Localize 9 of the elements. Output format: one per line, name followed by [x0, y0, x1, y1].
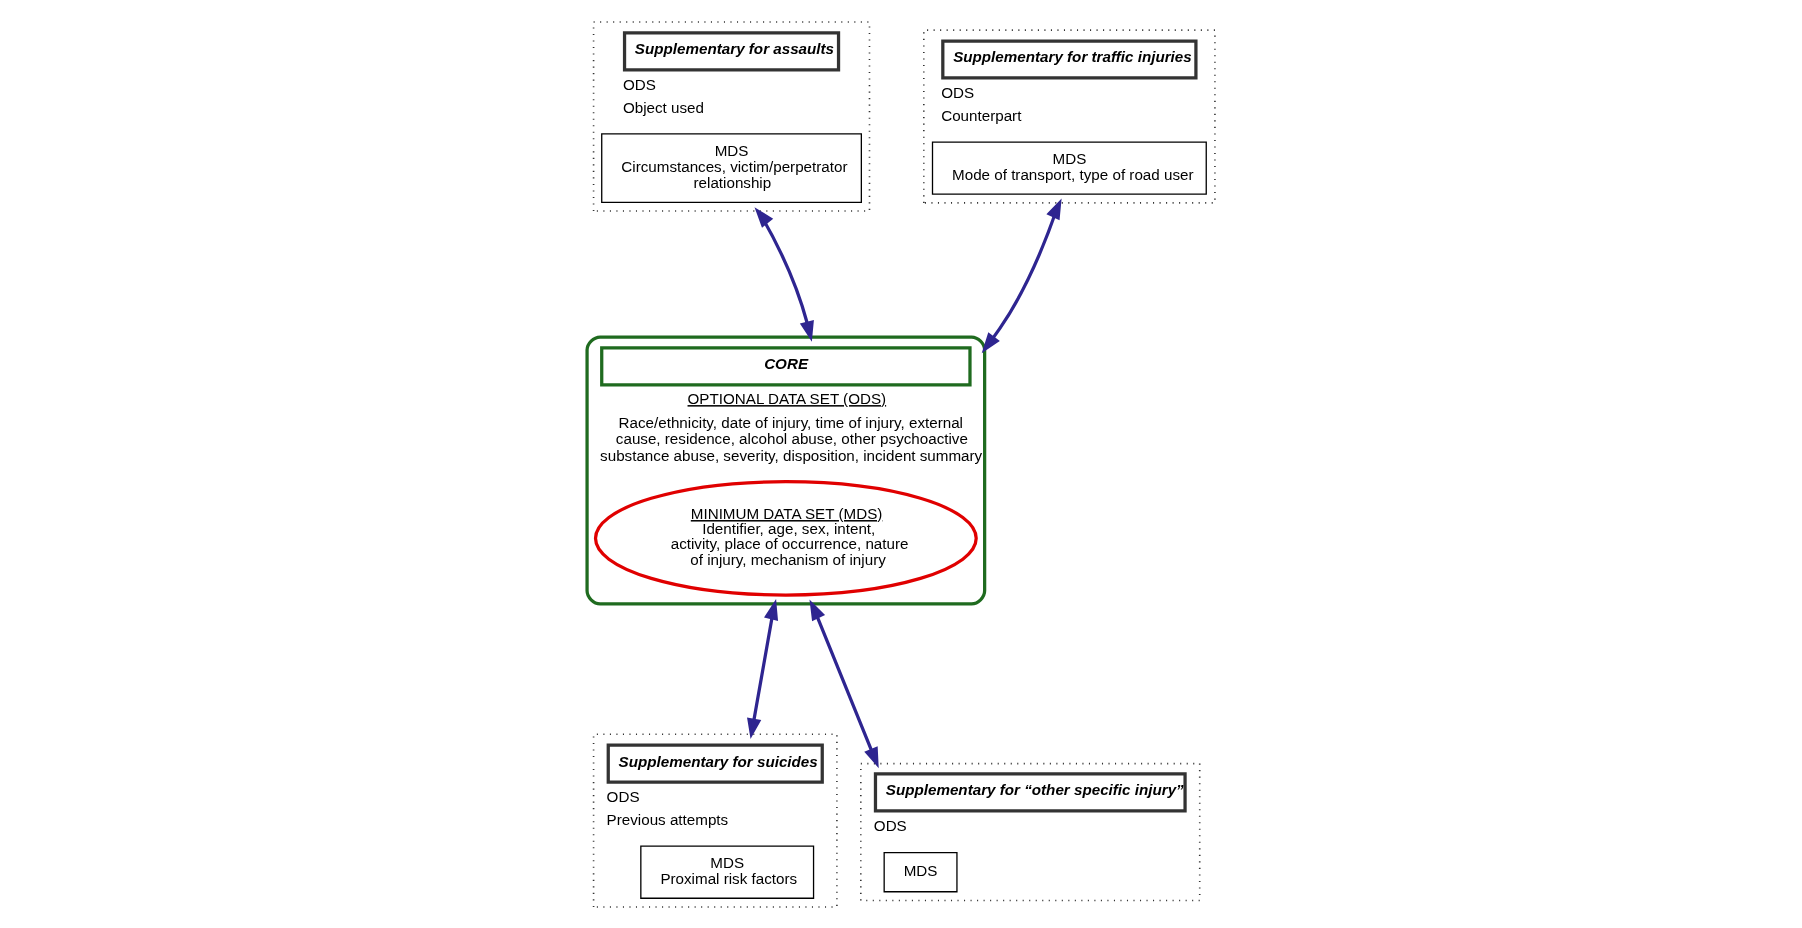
- node-box: MDS Circumstances, victim/perpetrator relationship: [601, 132, 862, 203]
- arrow: [809, 598, 879, 768]
- arrow: [754, 206, 814, 342]
- node-box: MDS Proximal risk factors: [640, 845, 815, 899]
- node-box: MDS Mode of transport, type of road user: [931, 140, 1207, 195]
- arrow: [747, 598, 779, 739]
- arrow: [981, 197, 1062, 353]
- node-ellipse: MINIMUM DATA SET (MDS) Identifier, age, sex, intent, activity, place of occurrence, nature of injury, mechanism of injury: [593, 479, 978, 597]
- node-box: MDS: [883, 851, 958, 892]
